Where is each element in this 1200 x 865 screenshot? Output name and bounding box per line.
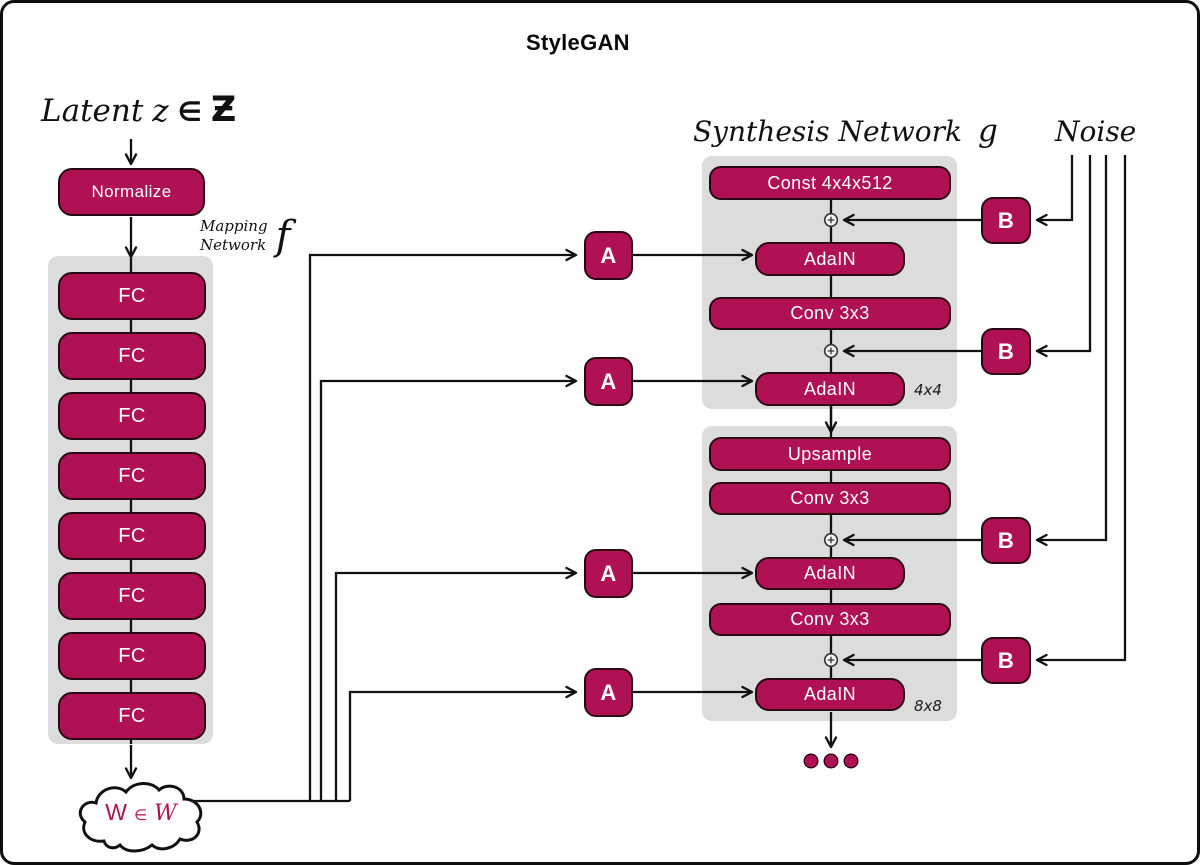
cloud-shape-icon [78,782,203,853]
noise-b-box: B [981,328,1031,375]
style-a-box: A [584,357,633,406]
adain-box: AdaIN [755,242,905,276]
adain-box: AdaIN [755,678,905,711]
element-of-symbol: ∈ [134,806,148,824]
page-title: StyleGAN [526,30,630,55]
w-latent-cloud: W ∈ W [76,779,206,853]
noise-to-b1-line [1035,155,1074,227]
adain-box: AdaIN [755,372,905,406]
upsample-box: Upsample [709,437,951,471]
w-variable: W [105,799,127,825]
noise-b-box: B [981,637,1031,684]
synthesis-function-symbol: g [977,113,998,149]
conv-box: Conv 3x3 [709,297,951,330]
fc-box: FC [58,572,206,620]
latent-text: Latent [41,93,144,129]
w-to-a3-line [334,566,578,801]
noise-b-box: B [981,517,1031,564]
latent-space-symbol: Ƶ [210,90,237,130]
fc-box: FC [58,692,206,740]
noise-label: Noise [1055,115,1137,148]
adain-box: AdaIN [755,557,905,590]
ellipsis-dots-icon [803,753,859,769]
fc-box: FC [58,392,206,440]
conv-box: Conv 3x3 [709,482,951,515]
noise-b-box: B [981,197,1031,244]
w-to-a4-line [348,685,578,801]
style-a-box: A [584,231,633,280]
mapping-network-caption: Mapping Network f [200,213,290,259]
noise-to-b4-line [1035,155,1127,667]
mapping-caption-line2: Network [200,236,267,254]
noise-to-b2-line [1035,155,1092,358]
fc-box: FC [58,332,206,380]
w-space-symbol: W [154,801,177,826]
resolution-label-4x4: 4x4 [914,381,942,399]
style-a-box: A [584,549,633,598]
synthesis-caption-text: Synthesis Network [693,115,962,148]
resolution-label-8x8: 8x8 [914,697,942,715]
noise-to-b3-line [1035,155,1108,547]
fc-box: FC [58,272,206,320]
normalize-box: Normalize [58,168,205,216]
fc-box: FC [58,512,206,560]
element-of-symbol: ∈ [177,97,202,128]
fc-box: FC [58,632,206,680]
fc-box: FC [58,452,206,500]
conv-box: Conv 3x3 [709,603,951,636]
const-box: Const 4x4x512 [709,166,951,200]
mapping-function-symbol: f [275,213,291,259]
latent-variable: z [152,93,169,129]
mapping-caption-line1: Mapping [200,217,268,236]
style-a-box: A [584,668,633,717]
w-to-a2-line [319,374,578,801]
w-to-a1-line [308,248,578,801]
synthesis-network-caption: Synthesis Network g [693,113,998,149]
latent-input-label: Latent z ∈ Ƶ [41,90,237,130]
